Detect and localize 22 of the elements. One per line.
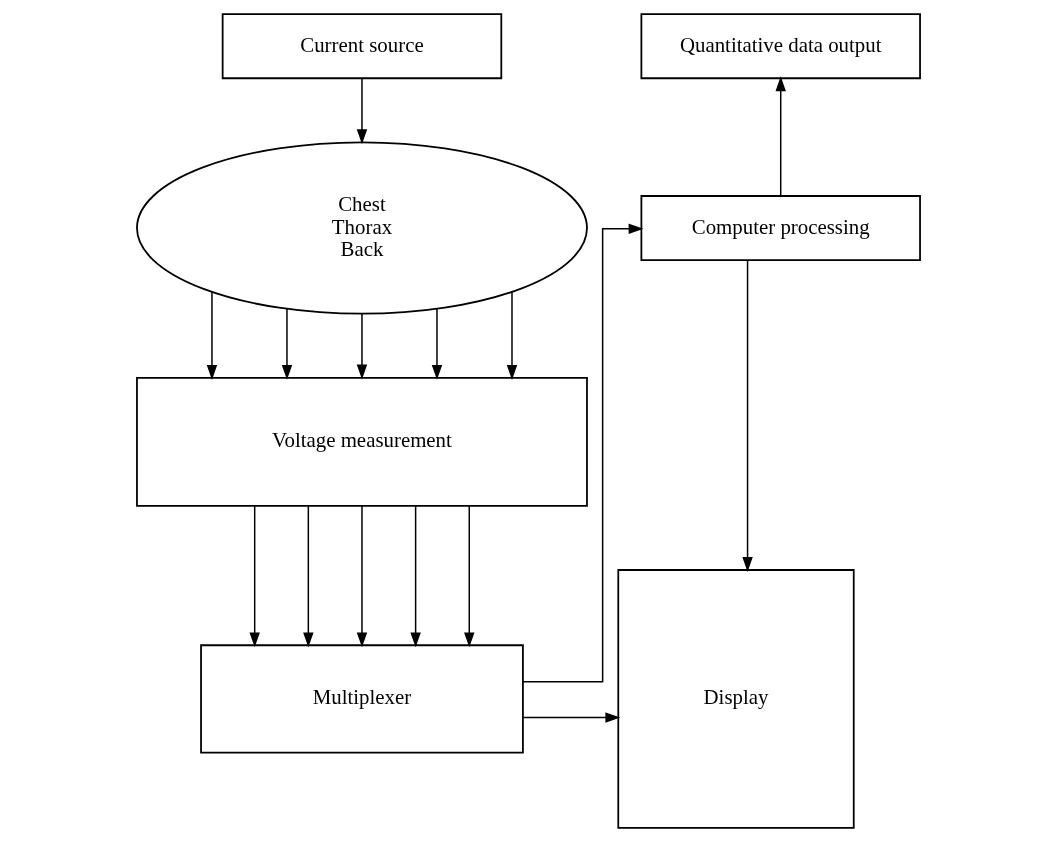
arrow [302, 505, 314, 648]
node-box: Voltage measurement [135, 376, 588, 507]
arrow [356, 505, 367, 648]
arrow [521, 223, 644, 683]
arrow [409, 505, 421, 648]
arrow [248, 505, 260, 648]
node-box: Computer processing [640, 195, 921, 261]
arrow [356, 313, 367, 380]
arrow [463, 505, 474, 648]
arrow [431, 308, 442, 380]
arrow [741, 259, 753, 573]
node-box: Current source [221, 13, 502, 80]
node-box: Display [616, 569, 855, 829]
arrow [506, 291, 517, 380]
node-box: Quantitative data output [640, 13, 921, 80]
node-box: Multiplexer [199, 644, 524, 754]
arrow [356, 77, 367, 145]
arrow [522, 712, 620, 723]
arrow [775, 76, 786, 197]
arrow [206, 291, 217, 380]
node-ellipse: Chest Thorax Back [135, 141, 588, 315]
arrow [281, 308, 292, 380]
